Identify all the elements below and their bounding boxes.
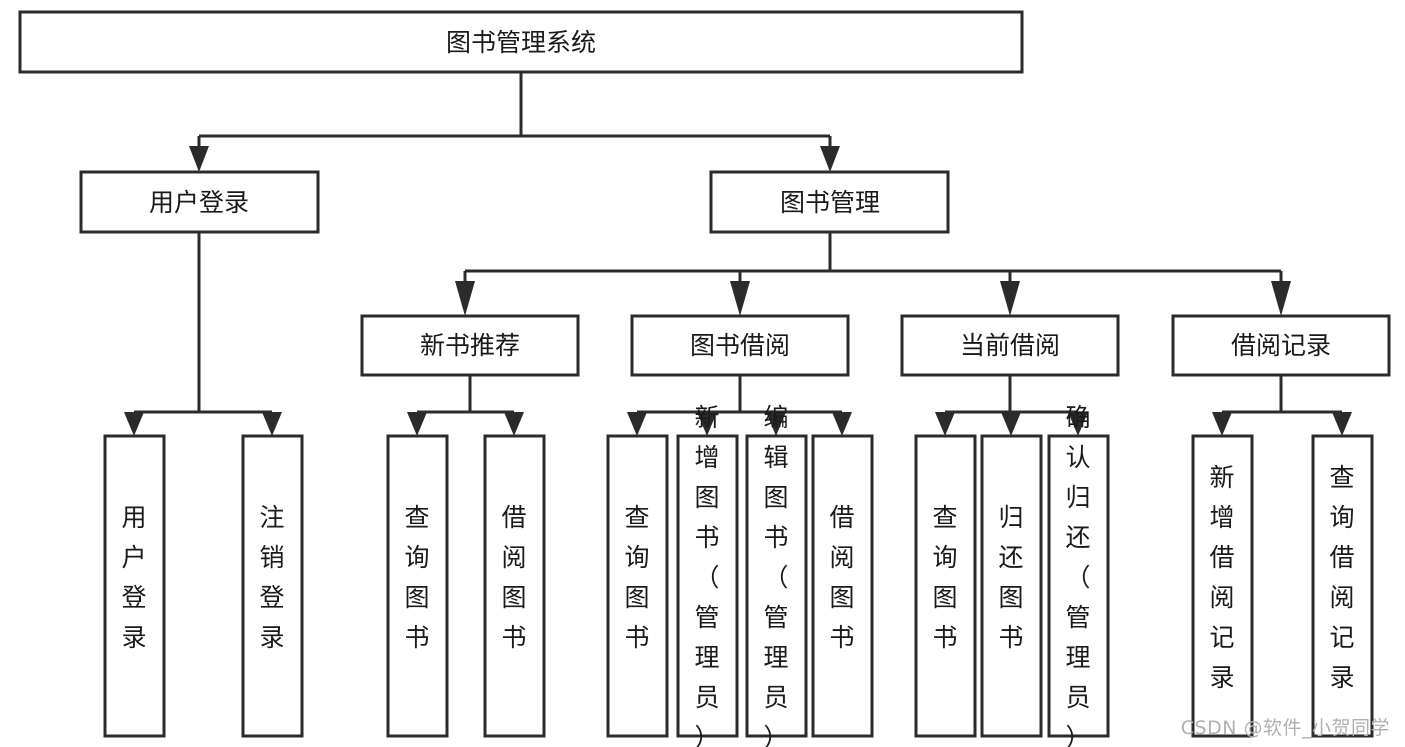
connectors-layer (124, 72, 1352, 436)
leaf-borrow-book-2-label: 借阅图书 (829, 503, 854, 652)
arrow-head-leaf-user-login (124, 412, 144, 436)
leaf-confirm-return[interactable]: 确认归还（管理员） (1047, 403, 1110, 747)
node-current-borrow-box[interactable] (900, 314, 1120, 377)
node-root[interactable]: 图书管理系统 (18, 10, 1024, 74)
leaf-return-book[interactable]: 归还图书 (980, 434, 1043, 738)
arrow-head-leaf-return-book (1001, 412, 1021, 436)
leaf-confirm-return-box[interactable] (1047, 434, 1110, 738)
leaf-query-book-3-label: 查询图书 (932, 503, 957, 652)
leaf-query-record[interactable]: 查询借阅记录 (1311, 434, 1374, 738)
leaf-return-book-box[interactable] (980, 434, 1043, 738)
leaf-edit-book[interactable]: 编辑图书（管理员） (745, 403, 808, 747)
node-book-management-label: 图书管理 (780, 188, 880, 217)
arrow-head-leaf-query-book-2 (627, 412, 647, 436)
arrow-head-book-borrow (730, 281, 750, 316)
arrow-head-leaf-query-book-1 (407, 412, 427, 436)
node-user-login[interactable]: 用户登录 (79, 170, 320, 234)
node-book-borrow-label: 图书借阅 (690, 331, 790, 360)
arrow-head-leaf-borrow-book-2 (832, 412, 852, 436)
leaf-add-record-box[interactable] (1191, 434, 1254, 738)
node-book-borrow[interactable]: 图书借阅 (630, 314, 850, 377)
leaf-add-record-label: 新增借阅记录 (1209, 463, 1234, 692)
node-root-label: 图书管理系统 (446, 28, 596, 57)
node-current-borrow[interactable]: 当前借阅 (900, 314, 1120, 377)
leaf-add-book-label: 新增图书（管理员） (694, 403, 719, 747)
arrow-head-leaf-confirm-return (1068, 412, 1088, 436)
arrow-head-current-borrow (1000, 281, 1020, 316)
node-user-login-label: 用户登录 (149, 188, 249, 217)
leaf-borrow-book-1-box[interactable] (483, 434, 546, 738)
arrow-head-borrow-record (1271, 281, 1291, 316)
leaf-confirm-return-label: 确认归还（管理员） (1065, 403, 1090, 747)
leaf-user-login-box[interactable] (103, 434, 166, 738)
leaf-return-book-label: 归还图书 (998, 503, 1023, 652)
node-new-book-recommend-label: 新书推荐 (420, 331, 520, 360)
leaf-query-book-3-box[interactable] (914, 434, 977, 738)
arrow-head-leaf-borrow-book-1 (504, 412, 524, 436)
node-user-login-box[interactable] (79, 170, 320, 234)
arrow-head-new-book-recommend (455, 281, 475, 316)
leaf-user-login[interactable]: 用户登录 (103, 434, 166, 738)
arrow-head-user-login (189, 146, 209, 172)
leaf-query-book-3[interactable]: 查询图书 (914, 434, 977, 738)
leaf-query-book-2-box[interactable] (606, 434, 669, 738)
arrow-head-leaf-add-record (1212, 412, 1232, 436)
leaf-borrow-book-1[interactable]: 借阅图书 (483, 434, 546, 738)
node-book-management-box[interactable] (709, 170, 950, 234)
leaf-user-logout-label: 注销登录 (259, 503, 284, 652)
leaf-user-logout[interactable]: 注销登录 (241, 434, 304, 738)
leaf-query-record-label: 查询借阅记录 (1329, 463, 1354, 692)
leaf-edit-book-box[interactable] (745, 434, 808, 738)
node-new-book-recommend[interactable]: 新书推荐 (360, 314, 580, 377)
node-book-management[interactable]: 图书管理 (709, 170, 950, 234)
node-root-box[interactable] (18, 10, 1024, 74)
node-current-borrow-label: 当前借阅 (960, 331, 1060, 360)
leaf-query-book-2-label: 查询图书 (624, 503, 649, 652)
node-borrow-record[interactable]: 借阅记录 (1171, 314, 1391, 377)
arrow-head-leaf-user-logout (262, 412, 282, 436)
leaf-add-book[interactable]: 新增图书（管理员） (676, 403, 739, 747)
arrow-head-leaf-add-book (697, 412, 717, 436)
leaf-user-logout-box[interactable] (241, 434, 304, 738)
leaf-add-book-box[interactable] (676, 434, 739, 738)
node-new-book-recommend-box[interactable] (360, 314, 580, 377)
leaf-edit-book-label: 编辑图书（管理员） (763, 403, 788, 747)
leaf-user-login-label: 用户登录 (121, 503, 146, 652)
leaf-add-record[interactable]: 新增借阅记录 (1191, 434, 1254, 738)
csdn-watermark: CSDN @软件_小贺同学 (1181, 717, 1390, 739)
leaf-query-book-1-box[interactable] (386, 434, 449, 738)
node-borrow-record-label: 借阅记录 (1231, 331, 1331, 360)
node-book-borrow-box[interactable] (630, 314, 850, 377)
leaf-borrow-book-2-box[interactable] (811, 434, 874, 738)
arrow-head-book-management (820, 146, 840, 172)
arrow-head-leaf-query-record (1332, 412, 1352, 436)
arrow-head-leaf-query-book-3 (935, 412, 955, 436)
leaf-query-book-1[interactable]: 查询图书 (386, 434, 449, 738)
leaf-borrow-book-2[interactable]: 借阅图书 (811, 434, 874, 738)
leaf-query-book-2[interactable]: 查询图书 (606, 434, 669, 738)
arrow-head-leaf-edit-book (766, 412, 786, 436)
leaf-query-record-box[interactable] (1311, 434, 1374, 738)
node-borrow-record-box[interactable] (1171, 314, 1391, 377)
leaf-query-book-1-label: 查询图书 (404, 503, 429, 652)
leaf-borrow-book-1-label: 借阅图书 (501, 503, 526, 652)
